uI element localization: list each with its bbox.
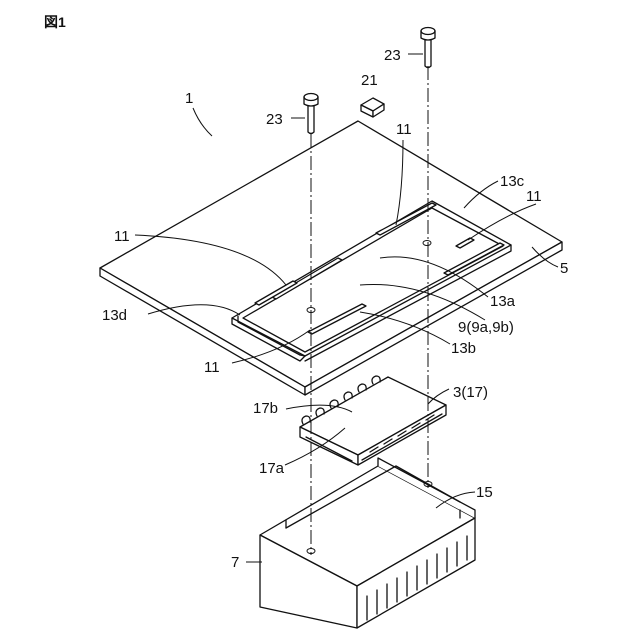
board-5 bbox=[100, 121, 562, 395]
label-slit-bottom: 11 bbox=[204, 359, 220, 376]
heatsink-7 bbox=[260, 458, 475, 628]
label-heatsink: 7 bbox=[231, 554, 239, 571]
label-edge-d: 13d bbox=[102, 307, 127, 324]
block-21 bbox=[361, 98, 384, 117]
label-module: 3(17) bbox=[453, 384, 488, 401]
label-slit-right: 11 bbox=[526, 188, 542, 205]
figure-title: 図1 bbox=[44, 14, 66, 30]
label-slit-top: 11 bbox=[396, 121, 412, 138]
label-sink-recess: 15 bbox=[476, 484, 493, 501]
label-opening: 9(9a,9b) bbox=[458, 319, 514, 336]
label-module-bottom: 17a bbox=[259, 460, 285, 477]
screw-left bbox=[304, 94, 318, 134]
label-device: 1 bbox=[185, 90, 193, 107]
screw-right bbox=[421, 28, 435, 68]
label-edge-a: 13a bbox=[490, 293, 516, 310]
label-edge-c: 13c bbox=[500, 173, 525, 190]
label-screw-right: 23 bbox=[384, 47, 401, 64]
label-edge-b: 13b bbox=[451, 340, 476, 357]
module-3 bbox=[300, 376, 446, 465]
label-screw-left: 23 bbox=[266, 111, 283, 128]
label-module-top: 17b bbox=[253, 400, 278, 417]
label-slit-left: 11 bbox=[114, 228, 130, 245]
label-block: 21 bbox=[361, 72, 378, 89]
label-board: 5 bbox=[560, 260, 568, 277]
